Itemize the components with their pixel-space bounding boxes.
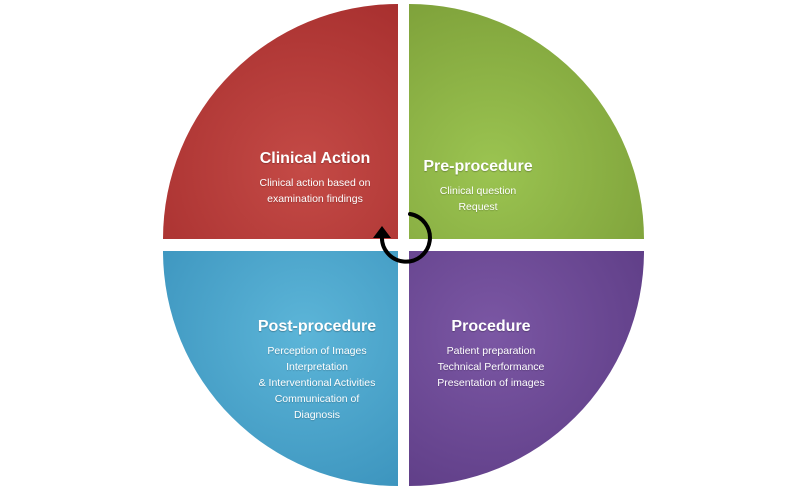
procedure-line: Presentation of images bbox=[437, 377, 545, 389]
post-procedure-line: Interpretation bbox=[286, 361, 348, 373]
post-procedure-line: & Interventional Activities bbox=[258, 377, 376, 389]
post-procedure-line: Communication of bbox=[274, 393, 360, 405]
pre-procedure-label-group: Pre-procedure Clinical question Request bbox=[383, 158, 573, 215]
circular-arrow-icon bbox=[373, 212, 432, 264]
post-procedure-line: Perception of Images bbox=[267, 345, 367, 357]
pre-procedure-line: Clinical question bbox=[439, 185, 517, 197]
post-procedure-title: Post-procedure bbox=[257, 318, 377, 335]
post-procedure-line: Diagnosis bbox=[293, 409, 341, 421]
clinical-action-label-group: Clinical Action Clinical action based on… bbox=[220, 150, 410, 207]
procedure-title: Procedure bbox=[451, 318, 531, 335]
clinical-action-title: Clinical Action bbox=[259, 150, 371, 167]
post-procedure-label-group: Post-procedure Perception of Images Inte… bbox=[222, 318, 412, 423]
procedure-label-group: Procedure Patient preparation Technical … bbox=[396, 318, 586, 391]
quadrant-procedure bbox=[409, 251, 644, 486]
procedure-line: Technical Performance bbox=[437, 361, 545, 373]
pre-procedure-title: Pre-procedure bbox=[423, 158, 533, 175]
pre-procedure-line: Request bbox=[458, 201, 498, 213]
quadrant-post-procedure bbox=[163, 251, 398, 486]
clinical-action-line: examination findings bbox=[267, 193, 363, 205]
quadrant-clinical-action bbox=[163, 4, 398, 239]
clinical-action-line: Clinical action based on bbox=[259, 177, 371, 189]
quadrant-pre-procedure bbox=[409, 4, 644, 239]
procedure-line: Patient preparation bbox=[446, 345, 536, 357]
